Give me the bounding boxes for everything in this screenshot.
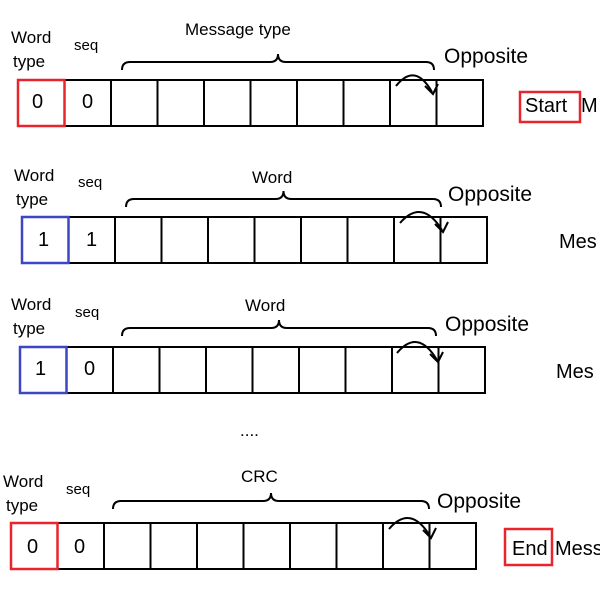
word-type-label-line2: type <box>6 496 39 515</box>
frame-cell <box>300 216 349 264</box>
word-type-label-line1: Word <box>3 472 44 491</box>
frame-cell <box>156 79 205 127</box>
frame-cell <box>335 522 384 570</box>
seq-bit: 1 <box>86 229 98 251</box>
frame-cell <box>10 522 59 570</box>
opposite-label: Opposite <box>444 45 529 68</box>
frame-cell <box>160 216 209 264</box>
word-type-label-line2: type <box>13 319 46 338</box>
frame-cell <box>114 216 163 264</box>
frame-cell <box>437 346 486 394</box>
frame-cell <box>149 522 198 570</box>
frame-cell <box>251 346 300 394</box>
frame-cell <box>63 79 112 127</box>
word-type-bit: 0 <box>27 536 39 558</box>
field-label: Word <box>245 296 286 315</box>
field-brace <box>125 190 442 208</box>
frame-cell <box>289 522 338 570</box>
message-label-truncated: Mes <box>556 361 594 383</box>
field-brace <box>121 53 435 71</box>
frame-cell <box>435 79 484 127</box>
field-label: CRC <box>241 467 278 486</box>
field-label: Word <box>252 168 293 187</box>
frame-cell <box>103 522 152 570</box>
frame-cell <box>110 79 159 127</box>
frame-cell <box>428 522 477 570</box>
frame-cell <box>242 522 291 570</box>
seq-label: seq <box>74 37 99 54</box>
word-type-box <box>20 215 70 265</box>
word-type-bit: 1 <box>38 229 50 251</box>
word-type-box <box>18 345 68 395</box>
word-type-label-line1: Word <box>11 295 52 314</box>
opposite-arrowhead <box>429 351 444 364</box>
end-box <box>503 527 554 567</box>
word-type-box <box>9 521 59 571</box>
opposite-arrow <box>396 341 438 361</box>
start-box <box>518 90 582 124</box>
seq-bit: 0 <box>82 91 94 113</box>
frame-cell <box>56 522 105 570</box>
field-brace <box>112 492 430 510</box>
frame-cell <box>344 346 393 394</box>
frame-cell <box>67 216 116 264</box>
word-type-bit: 0 <box>32 91 44 113</box>
opposite-arrowhead <box>434 221 449 234</box>
frame-cell <box>296 79 345 127</box>
frame-cell <box>342 79 391 127</box>
opposite-arrow <box>388 517 431 537</box>
word-type-box <box>16 78 66 128</box>
end-label: End <box>512 538 548 560</box>
opposite-label: Opposite <box>437 490 522 513</box>
message-label-truncated: M <box>581 95 598 117</box>
frame-cell <box>17 79 66 127</box>
word-type-label-line1: Word <box>11 28 52 47</box>
word-type-bit: 1 <box>35 358 47 380</box>
opposite-arrow <box>395 74 433 93</box>
frame-cell <box>439 216 488 264</box>
frame-cell <box>196 522 245 570</box>
message-label-truncated: Mess <box>555 538 600 560</box>
frame-cell <box>112 346 161 394</box>
opposite-arrowhead <box>422 527 437 540</box>
ellipsis: .... <box>240 421 259 440</box>
opposite-label: Opposite <box>448 183 533 206</box>
message-label-truncated: Mes <box>559 231 597 253</box>
seq-label: seq <box>75 304 100 321</box>
word-type-label-line1: Word <box>14 166 55 185</box>
frame-cell <box>21 216 70 264</box>
frame-cell <box>382 522 431 570</box>
frame-cell <box>65 346 114 394</box>
frame-cell <box>203 79 252 127</box>
seq-label: seq <box>78 174 103 191</box>
frame-cell <box>207 216 256 264</box>
field-brace <box>121 319 437 337</box>
opposite-arrow <box>399 211 443 231</box>
frame-cell <box>249 79 298 127</box>
frame-cell <box>298 346 347 394</box>
frame-cell <box>19 346 68 394</box>
seq-bit: 0 <box>74 536 86 558</box>
opposite-label: Opposite <box>445 313 530 336</box>
frame-cell <box>253 216 302 264</box>
start-label: Start <box>525 95 568 117</box>
frame-cell <box>393 216 442 264</box>
frame-cell <box>158 346 207 394</box>
field-label: Message type <box>185 20 291 39</box>
opposite-arrowhead <box>424 83 439 96</box>
frame-cell <box>391 346 440 394</box>
word-type-label-line2: type <box>13 52 46 71</box>
word-type-label-line2: type <box>16 190 49 209</box>
frame-cell <box>205 346 254 394</box>
seq-bit: 0 <box>84 358 96 380</box>
seq-label: seq <box>66 481 91 498</box>
frame-cell <box>346 216 395 264</box>
